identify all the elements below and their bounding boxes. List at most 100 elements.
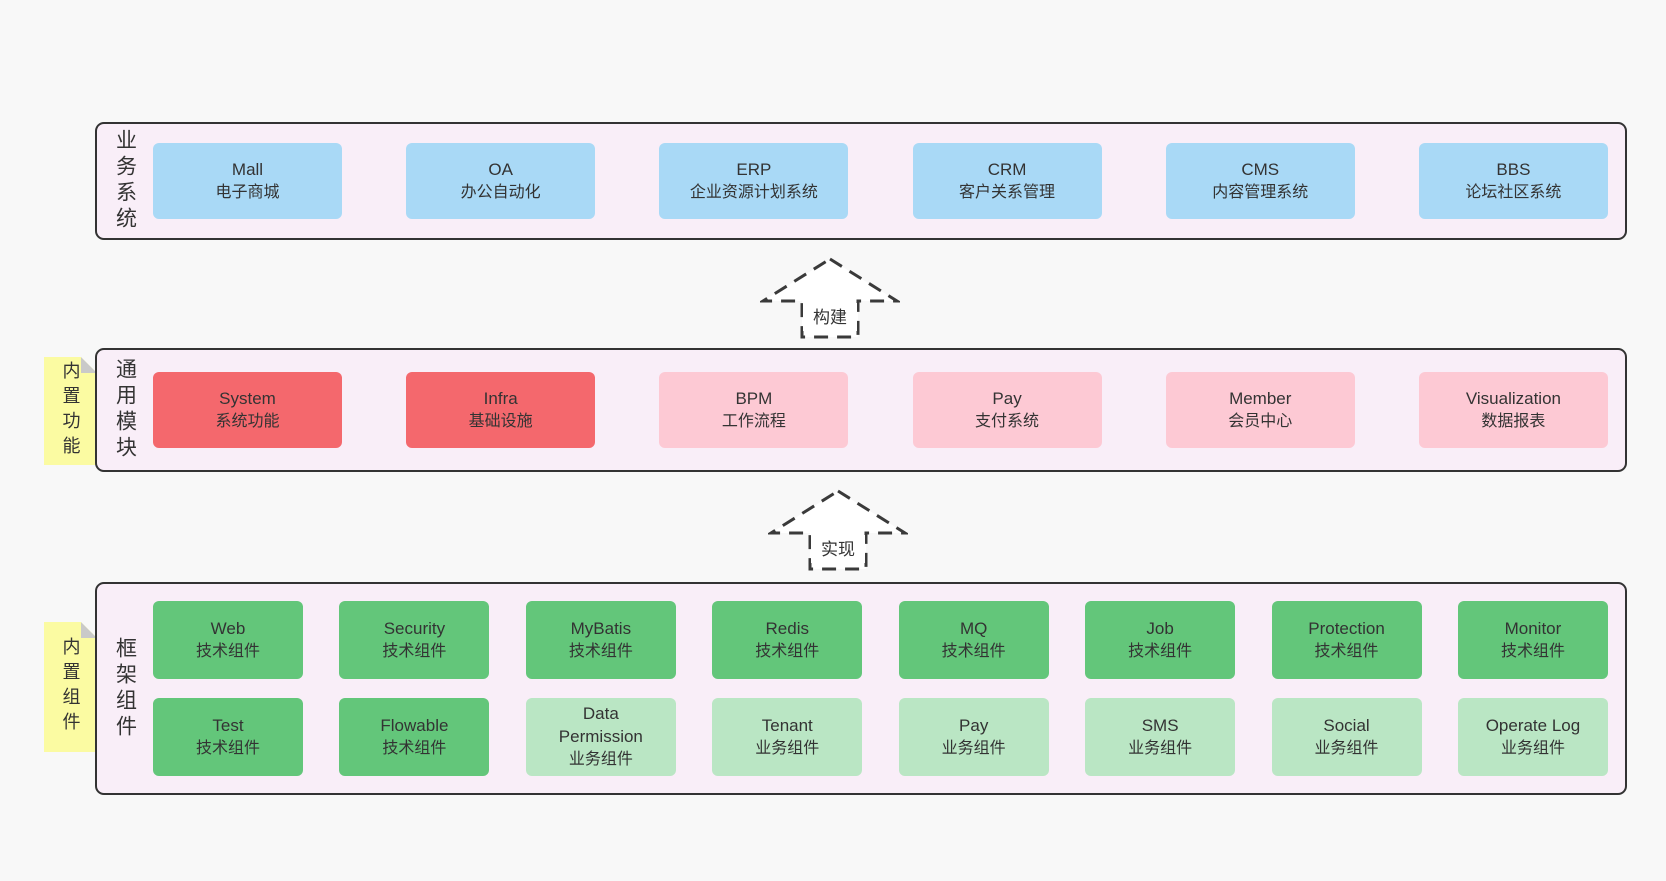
box-oa: OA 办公自动化 [406,143,596,219]
section-label-components: 框架组件 [97,584,153,793]
box-title: Monitor [1504,618,1562,638]
box-subtitle: 业务组件 [941,739,1006,757]
arrow-label-bg [803,303,857,331]
box-pay-component: Pay 业务组件 [898,698,1049,776]
box-subtitle: 工作流程 [721,412,786,430]
box-data-permission: Data Permission 业务组件 [525,698,676,776]
box-subtitle: 数据报表 [1481,412,1546,430]
box-title: Pay [959,715,989,735]
box-subtitle: 技术组件 [1128,642,1193,660]
section-common-modules: 通用模块 System 系统功能 Infra 基础设施 BPM 工作流程 Pay [95,348,1627,472]
section-label-text: 通用模块 [113,358,137,462]
box-sms: SMS 业务组件 [1085,698,1236,776]
box-title: BPM [735,388,773,408]
box-subtitle: 业务组件 [1128,739,1193,757]
box-title: CMS [1241,159,1280,179]
box-mq: MQ 技术组件 [898,601,1049,679]
box-operate-log: Operate Log 业务组件 [1457,698,1608,776]
box-title: Data Permission [558,704,643,747]
box-subtitle: 技术组件 [1500,642,1565,660]
box-security: Security 技术组件 [339,601,490,679]
box-job: Job 技术组件 [1085,601,1236,679]
box-crm: CRM 客户关系管理 [912,143,1102,219]
box-visualization: Visualization 数据报表 [1418,372,1608,448]
section-business-content: Mall 电子商城 OA 办公自动化 ERP 企业资源计划系统 CRM 客户关系… [153,124,1625,238]
box-title: MyBatis [570,618,632,638]
box-title: BBS [1496,159,1531,179]
box-subtitle: 业务组件 [755,739,820,757]
box-title: Tenant [761,715,813,735]
box-subtitle: 业务组件 [1314,739,1379,757]
up-arrow-icon [760,257,900,339]
box-subtitle: 技术组件 [941,642,1006,660]
box-title: System [219,388,276,408]
box-subtitle: 论坛社区系统 [1465,183,1562,201]
box-system: System 系统功能 [153,372,342,448]
box-cms: CMS 内容管理系统 [1165,143,1355,219]
box-subtitle: 客户关系管理 [959,183,1056,201]
box-subtitle: 技术组件 [1314,642,1379,660]
box-title: SMS [1141,715,1179,735]
section-modules-content: System 系统功能 Infra 基础设施 BPM 工作流程 Pay 支付系统… [153,350,1625,470]
section-label-modules: 通用模块 [97,350,153,470]
tag-label: 内置组件 [60,637,81,737]
box-title: Flowable [380,715,449,735]
box-subtitle: 支付系统 [975,412,1040,430]
box-title: Member [1229,388,1292,408]
section-components-content: Web 技术组件 Security 技术组件 MyBatis 技术组件 Redi… [153,584,1625,793]
box-subtitle: 系统功能 [215,412,280,430]
box-flowable: Flowable 技术组件 [339,698,490,776]
box-subtitle: 业务组件 [1500,739,1565,757]
business-box-row: Mall 电子商城 OA 办公自动化 ERP 企业资源计划系统 CRM 客户关系… [153,143,1608,219]
box-title: Infra [483,388,518,408]
modules-box-row: System 系统功能 Infra 基础设施 BPM 工作流程 Pay 支付系统… [153,372,1608,448]
box-subtitle: 技术组件 [195,642,260,660]
box-title: Web [210,618,246,638]
box-subtitle: 业务组件 [568,751,633,769]
box-subtitle: 技术组件 [382,739,447,757]
box-mybatis: MyBatis 技术组件 [525,601,676,679]
box-title: Visualization [1465,388,1561,408]
box-bbs: BBS 论坛社区系统 [1418,143,1608,219]
box-title: Security [383,618,446,638]
box-subtitle: 技术组件 [195,739,260,757]
section-label-text: 框架组件 [113,636,137,741]
box-subtitle: 办公自动化 [460,183,541,201]
components-box-row-2: Test 技术组件 Flowable 技术组件 Data Permission … [153,698,1608,776]
sticky-tag-builtin-components: 内置组件 [44,622,97,752]
box-title: MQ [959,618,988,638]
box-monitor: Monitor 技术组件 [1457,601,1608,679]
box-title: Test [212,715,244,735]
arrow-label: 构建 [813,308,847,327]
arrow-label-bg [811,535,865,563]
section-label-text: 业务系统 [113,129,137,233]
box-subtitle: 企业资源计划系统 [689,183,818,201]
box-subtitle: 电子商城 [215,183,280,201]
box-title: Redis [765,618,809,638]
sticky-tag-builtin-features: 内置功能 [44,357,97,465]
box-protection: Protection 技术组件 [1271,601,1422,679]
box-title: Mall [231,159,264,179]
box-title: Job [1146,618,1174,638]
box-web: Web 技术组件 [153,601,303,679]
box-subtitle: 技术组件 [755,642,820,660]
section-framework-components: 框架组件 Web 技术组件 Security 技术组件 MyBatis 技术组件… [95,582,1627,795]
section-label-business: 业务系统 [97,124,153,238]
arrow-build: 构建 [760,257,900,339]
box-bpm: BPM 工作流程 [659,372,849,448]
box-erp: ERP 企业资源计划系统 [659,143,849,219]
arrow-label: 实现 [821,540,855,559]
box-title: Operate Log [1485,715,1581,735]
box-infra: Infra 基础设施 [406,372,596,448]
box-title: CRM [987,159,1027,179]
arrow-implement: 实现 [768,489,908,571]
section-business-systems: 业务系统 Mall 电子商城 OA 办公自动化 ERP 企业资源计划系统 CRM [95,122,1627,240]
box-subtitle: 技术组件 [568,642,633,660]
box-title: Pay [992,388,1022,408]
box-title: OA [488,159,513,179]
box-mall: Mall 电子商城 [153,143,342,219]
box-title: Social [1323,715,1370,735]
box-subtitle: 基础设施 [468,412,533,430]
box-member: Member 会员中心 [1165,372,1355,448]
